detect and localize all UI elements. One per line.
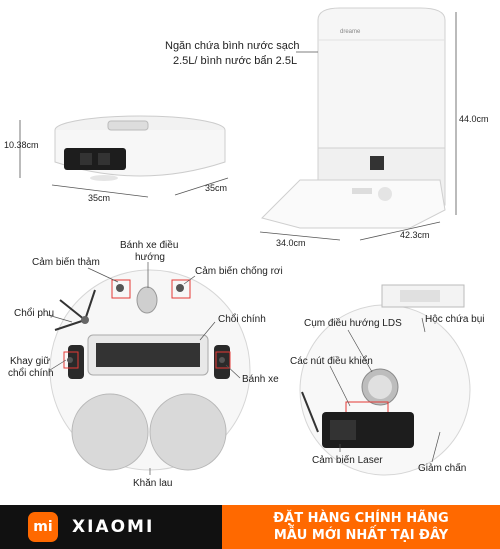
robot-side-view [54, 115, 226, 181]
main-brush-label: Chổi chính [218, 314, 266, 325]
docking-station [261, 7, 446, 229]
mop-label: Khăn lau [133, 478, 173, 489]
top-view-pointer-lines [329, 317, 441, 463]
robot-top-view [299, 304, 471, 476]
cliff-sensor-marker [171, 279, 191, 299]
left-sensor-marker [63, 351, 79, 369]
cliff-sensor-label: Cảm biến chống rơi [195, 266, 283, 277]
station-depth-line [359, 221, 441, 241]
xiaomi-logo-icon: mi [28, 512, 58, 542]
robot-height-label: 10.38cm [4, 140, 39, 150]
promo-line2: MẪU MỚI NHẤT TẠI ĐÂY [273, 528, 449, 543]
robot-width-label: 35cm [88, 193, 111, 203]
right-sensor-marker [215, 351, 231, 369]
laser-sensor-label: Cảm biến Laser [312, 455, 383, 466]
tank-label-line2: 2.5L/ bình nước bẩn 2.5L [173, 55, 298, 67]
brand-section: mi XIAOMI [0, 505, 222, 549]
robot-width-line [51, 184, 149, 198]
robot-depth-line [174, 177, 229, 196]
side-brush-label: Chổi phụ [14, 308, 55, 319]
station-width-label: 34.0cm [276, 238, 306, 248]
promo-line1: ĐẶT HÀNG CHÍNH HÃNG [273, 511, 449, 526]
mop-pads [71, 393, 227, 471]
order-now-button[interactable]: ĐẶT HÀNG CHÍNH HÃNG MẪU MỚI NHẤT TẠI ĐÂY [222, 505, 500, 549]
steering-wheel-label-line2: hướng [135, 252, 165, 263]
control-buttons-label: Các nút điều khiển [290, 356, 373, 367]
dust-box [381, 284, 465, 308]
station-width-line [259, 231, 341, 241]
promo-banner[interactable]: mi XIAOMI ĐẶT HÀNG CHÍNH HÃNG MẪU MỚI NH… [0, 505, 500, 549]
carpet-sensor-label: Cảm biến thảm [32, 257, 100, 268]
robot-depth-label: 35cm [205, 183, 228, 193]
station-brand-mark: dreame [340, 29, 361, 35]
brush-holder-label-line1: Khay giữ [10, 356, 51, 367]
station-height-label: 44.0cm [459, 114, 489, 124]
bumper-label: Giảm chấn [418, 463, 467, 474]
lds-label: Cụm điều hướng LDS [304, 318, 402, 329]
tank-label-line1: Ngăn chứa bình nước sạch [165, 40, 300, 52]
brush-holder-label-line2: chổi chính [8, 368, 54, 379]
brand-name: XIAOMI [72, 517, 155, 537]
steering-wheel-label-line1: Bánh xe điều [120, 240, 179, 251]
side-brush [54, 289, 96, 331]
station-depth-label: 42.3cm [400, 230, 430, 240]
carpet-sensor-marker [111, 279, 131, 299]
bottom-view-pointer-lines [47, 262, 241, 475]
dust-box-label: Hộc chứa bụi [425, 314, 485, 325]
wheel-label: Bánh xe [242, 374, 279, 385]
product-illustration [19, 7, 471, 476]
